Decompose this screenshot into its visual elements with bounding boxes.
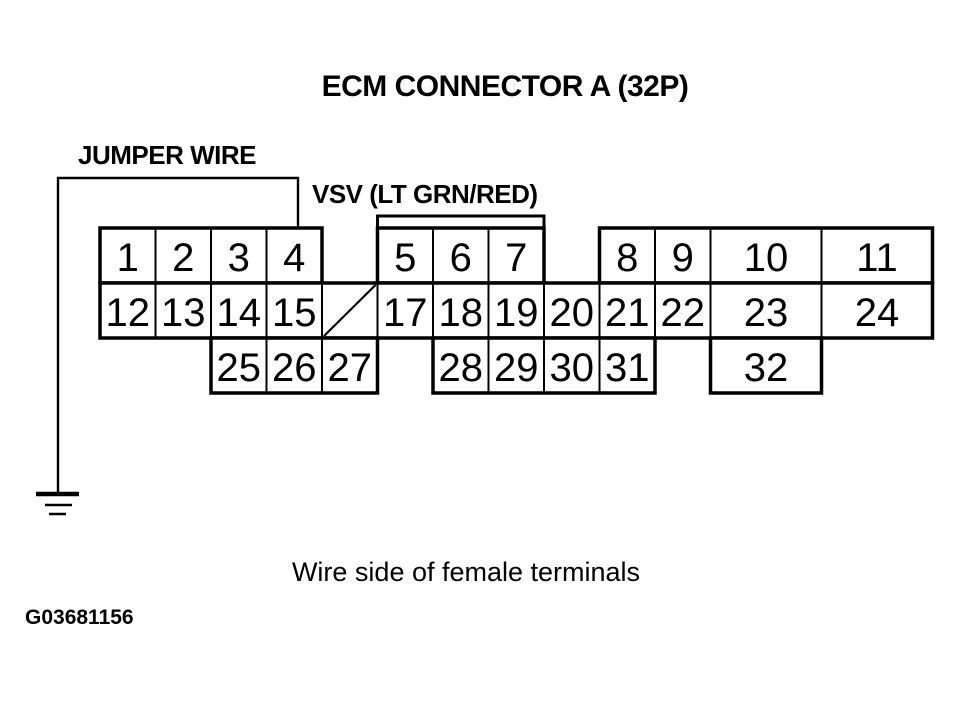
pin-block bbox=[708, 336, 824, 395]
pin-number: 14 bbox=[217, 291, 262, 335]
pin-number: 25 bbox=[217, 346, 262, 390]
pin-number: 30 bbox=[550, 346, 595, 390]
pin-number: 20 bbox=[550, 291, 595, 335]
pin-number: 31 bbox=[605, 346, 650, 390]
pin-number: 10 bbox=[744, 236, 789, 280]
pin-number: 12 bbox=[106, 291, 151, 335]
pin-number: 17 bbox=[383, 291, 428, 335]
pin-number: 32 bbox=[744, 346, 789, 390]
pin-block bbox=[98, 281, 935, 340]
jumper-wire-label: JUMPER WIRE bbox=[78, 140, 256, 170]
pin-number: 3 bbox=[228, 236, 250, 280]
pin-number: 21 bbox=[605, 291, 650, 335]
jumper-wire-line bbox=[56, 176, 300, 494]
pin-number: 18 bbox=[439, 291, 484, 335]
ground-symbol bbox=[36, 491, 79, 516]
pin-number: 8 bbox=[616, 236, 638, 280]
figure-id: G03681156 bbox=[25, 606, 134, 629]
pin-number: 28 bbox=[439, 346, 484, 390]
pin-number: 5 bbox=[394, 236, 416, 280]
pin-block bbox=[375, 226, 546, 285]
pin-number: 15 bbox=[272, 291, 317, 335]
pin-number: 2 bbox=[172, 236, 194, 280]
pin-number: 6 bbox=[450, 236, 472, 280]
vsv-connector-tab bbox=[376, 214, 546, 230]
pin-number: 22 bbox=[661, 291, 706, 335]
blank-cell-slash bbox=[323, 284, 377, 337]
pin-block bbox=[209, 336, 380, 395]
pin-number: 24 bbox=[855, 291, 900, 335]
pin-number: 26 bbox=[272, 346, 317, 390]
pin-number: 9 bbox=[672, 236, 694, 280]
pin-number: 11 bbox=[856, 236, 898, 280]
pin-number: 23 bbox=[744, 291, 789, 335]
pin-number: 7 bbox=[505, 236, 527, 280]
pin-number: 1 bbox=[117, 236, 139, 280]
page-title: ECM CONNECTOR A (32P) bbox=[321, 70, 689, 103]
vsv-wire-label: VSV (LT GRN/RED) bbox=[312, 179, 538, 209]
wire-side-caption: Wire side of female terminals bbox=[291, 557, 641, 587]
pin-number: 29 bbox=[494, 346, 539, 390]
pin-number: 19 bbox=[494, 291, 539, 335]
pin-number: 27 bbox=[328, 346, 373, 390]
pin-number: 13 bbox=[161, 291, 206, 335]
pin-number: 4 bbox=[283, 236, 305, 280]
